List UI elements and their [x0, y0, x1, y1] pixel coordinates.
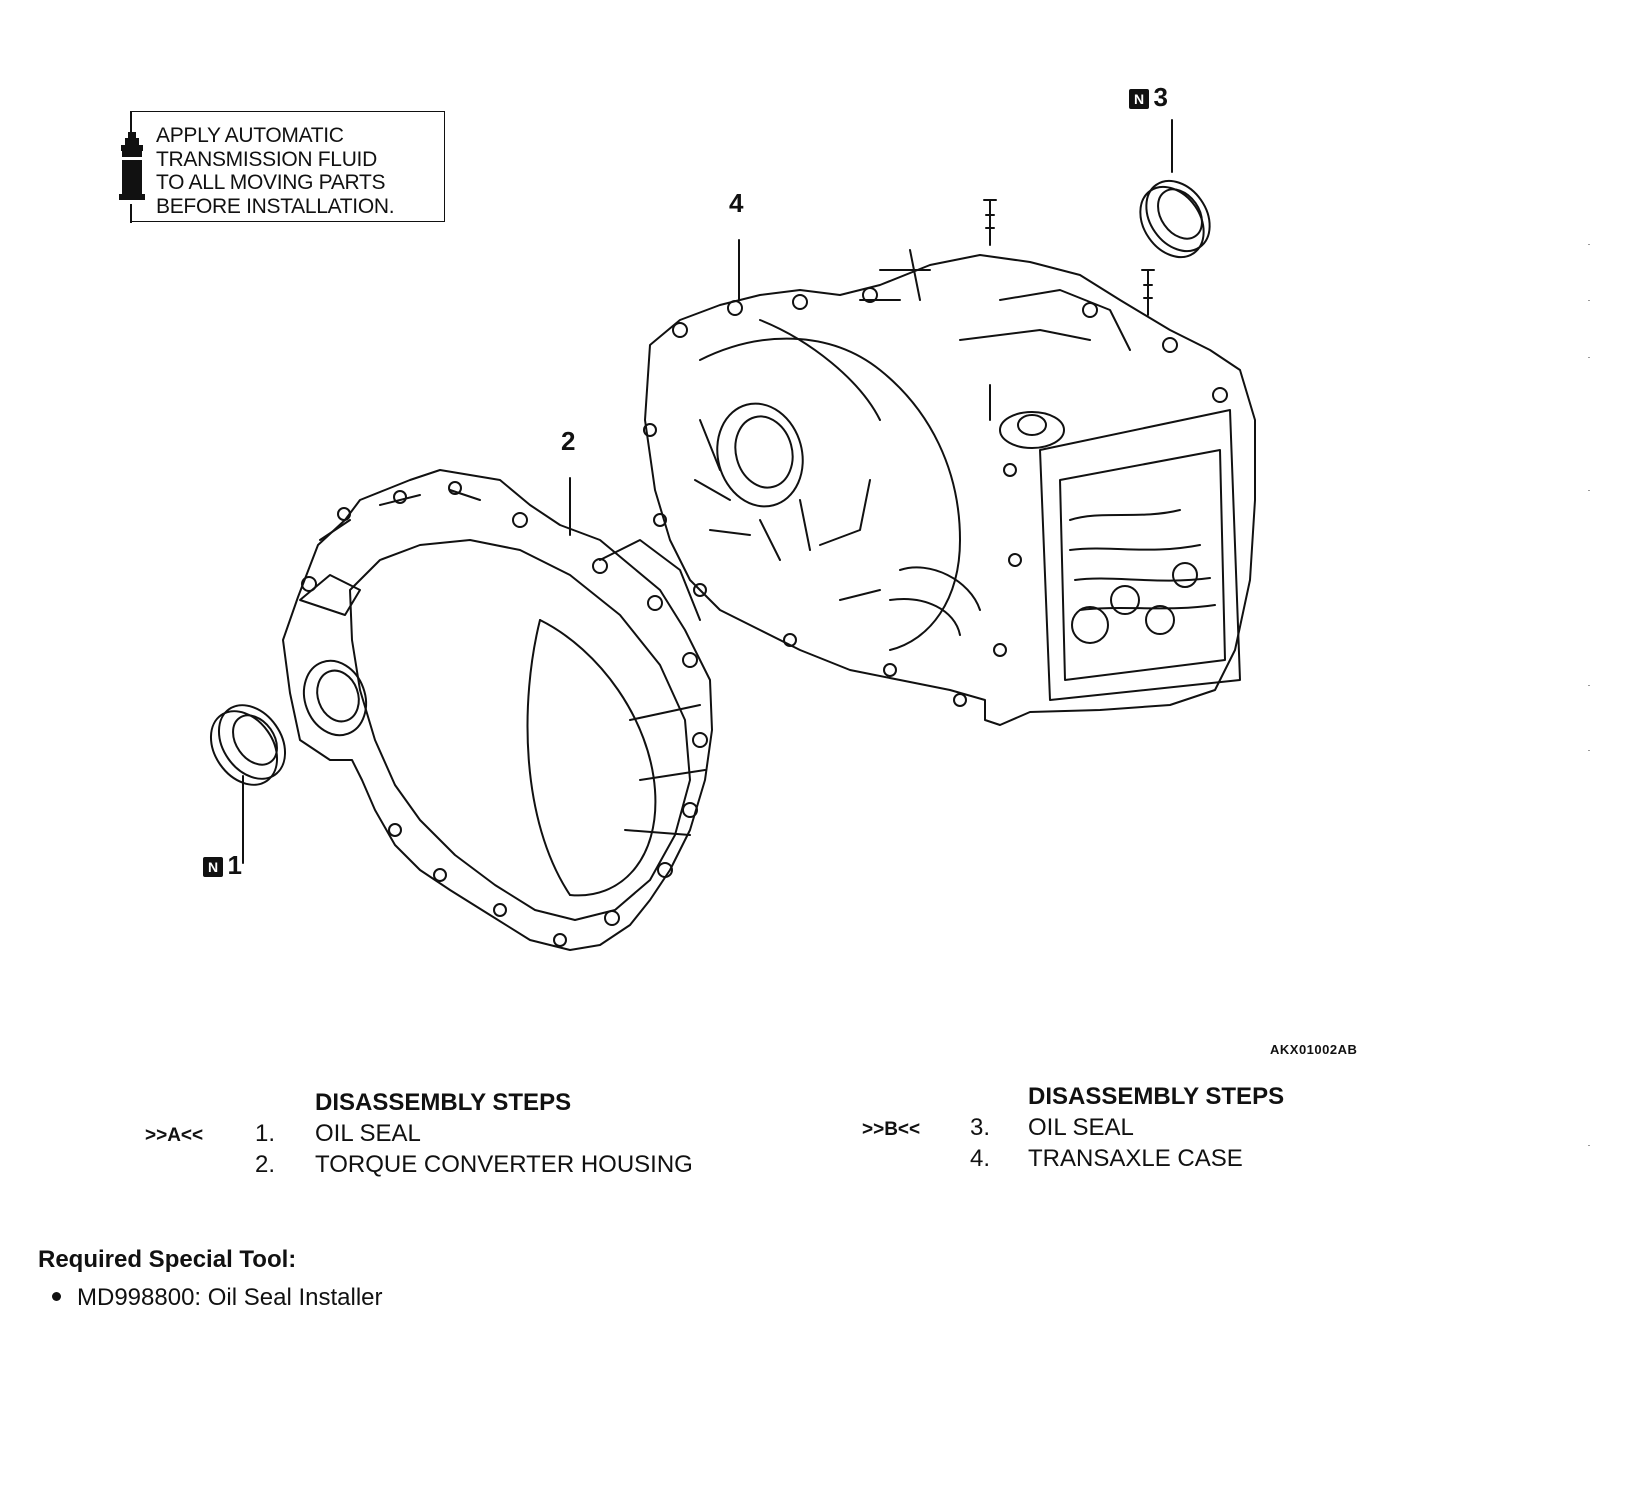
step-row: >>A<< 1. OIL SEAL	[145, 1120, 421, 1148]
step-number: 2.	[255, 1151, 276, 1178]
step-number: 4.	[970, 1145, 991, 1172]
step-label: TORQUE CONVERTER HOUSING	[315, 1151, 693, 1178]
scan-edge-mark	[1588, 685, 1590, 686]
step-row: 2. TORQUE CONVERTER HOUSING	[145, 1151, 693, 1179]
scan-edge-mark	[1588, 357, 1590, 358]
note-box-left-edge-bottom	[130, 204, 132, 223]
scan-edge-mark	[1588, 490, 1590, 491]
step-row: >>B<< 3. OIL SEAL	[862, 1114, 1134, 1142]
callout-number: 2	[561, 426, 576, 456]
bullet-icon	[52, 1292, 61, 1301]
callout-number: 3	[1153, 82, 1168, 112]
oil-seal-3-drawing	[1139, 179, 1211, 259]
leader-lines	[242, 119, 1173, 864]
exploded-view-diagram	[209, 119, 1256, 951]
step-row: 4. TRANSAXLE CASE	[862, 1145, 1243, 1173]
new-part-badge: N	[203, 857, 223, 877]
figure-code: AKX01002AB	[1270, 1042, 1358, 1057]
step-label: OIL SEAL	[315, 1120, 421, 1147]
step-number: 3.	[970, 1114, 991, 1141]
step-label: OIL SEAL	[1028, 1114, 1134, 1141]
callout-part-4: 4	[729, 188, 743, 219]
callout-number: 1	[227, 850, 242, 880]
callout-number: 4	[729, 188, 744, 218]
oil-seal-1-drawing	[209, 704, 287, 786]
required-tool-heading: Required Special Tool:	[38, 1246, 297, 1273]
scan-edge-mark	[1588, 1145, 1590, 1146]
scan-edge-mark	[1588, 244, 1590, 245]
scan-edge-mark	[1588, 750, 1590, 751]
tool-label: MD998800: Oil Seal Installer	[77, 1284, 383, 1311]
steps-right-heading: DISASSEMBLY STEPS	[1028, 1083, 1285, 1110]
fluid-bottle-icon	[119, 132, 145, 200]
step-number: 1.	[255, 1120, 276, 1147]
steps-left-heading: DISASSEMBLY STEPS	[315, 1089, 572, 1116]
callout-part-2: 2	[561, 426, 575, 457]
step-ref: >>A<<	[145, 1125, 204, 1146]
note-text: APPLY AUTOMATIC TRANSMISSION FLUID TO AL…	[156, 124, 395, 218]
new-part-badge: N	[1129, 89, 1149, 109]
callout-part-3: N 3	[1129, 82, 1168, 113]
tool-list-item: MD998800: Oil Seal Installer	[52, 1284, 382, 1312]
step-label: TRANSAXLE CASE	[1028, 1145, 1243, 1172]
fluid-note-box: APPLY AUTOMATIC TRANSMISSION FLUID TO AL…	[119, 111, 445, 223]
callout-part-1: N 1	[203, 850, 242, 881]
scan-edge-mark	[1588, 300, 1590, 301]
torque-converter-housing-drawing	[282, 469, 713, 951]
step-ref: >>B<<	[862, 1119, 921, 1140]
note-box-left-edge-top	[130, 112, 132, 132]
transaxle-case-drawing	[643, 199, 1256, 726]
